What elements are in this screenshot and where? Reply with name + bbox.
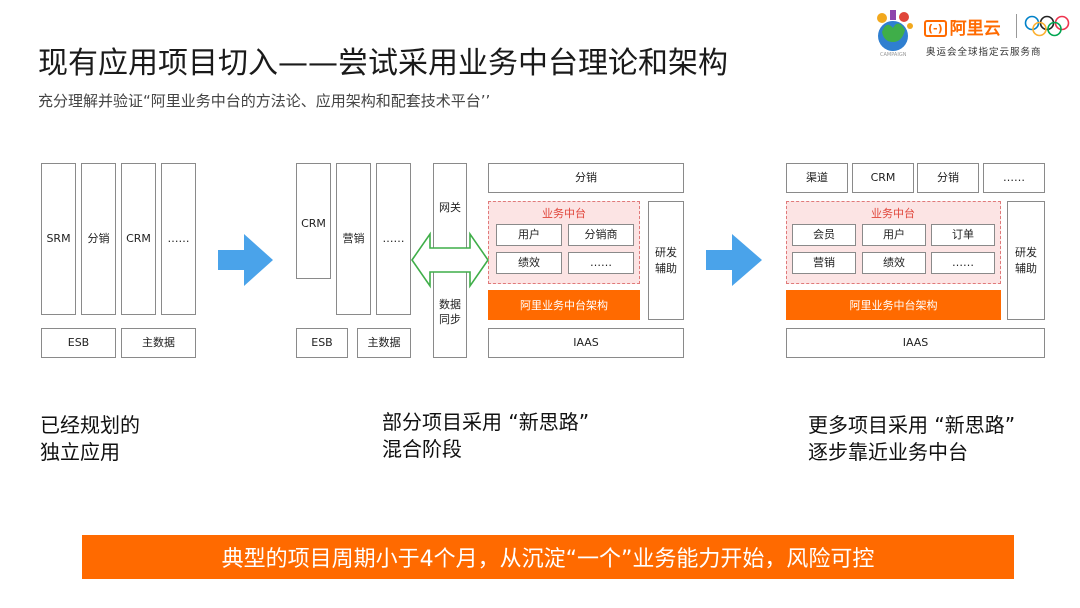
stage2-esb: ESB <box>296 328 348 358</box>
stage3-iaas: IAAS <box>786 328 1045 358</box>
stage2-app-more: …… <box>376 163 411 315</box>
stage3-platform-bar: 阿里业务中台架构 <box>786 290 1001 320</box>
stage2-item-user: 用户 <box>496 224 562 246</box>
stage3-item-more: …… <box>931 252 995 274</box>
stage2-middle-platform-label: 业务中台 <box>542 207 586 220</box>
stage3-top-crm: CRM <box>852 163 914 193</box>
stage2-rnd-support: 研发 辅助 <box>648 201 684 320</box>
stage2-item-performance: 绩效 <box>496 252 562 274</box>
stage3-item-performance: 绩效 <box>862 252 926 274</box>
stage2-top-distribution: 分销 <box>488 163 684 193</box>
stage3-top-more: …… <box>983 163 1045 193</box>
stage2-app-crm: CRM <box>296 163 331 279</box>
stage1-app-more: …… <box>161 163 196 315</box>
stage2-app-marketing: 营销 <box>336 163 371 315</box>
stage3-top-distribution: 分销 <box>917 163 979 193</box>
olympic-mascot-icon <box>877 10 913 51</box>
stage3-item-order: 订单 <box>931 224 995 246</box>
stage1-app-distribution: 分销 <box>81 163 116 315</box>
stage3-top-channel: 渠道 <box>786 163 848 193</box>
stage1-caption-line2: 独立应用 <box>40 440 120 464</box>
page-subtitle: 充分理解并验证“阿里业务中台的方法论、应用架构和配套技术平台’’ <box>38 92 491 110</box>
stage1-esb: ESB <box>41 328 116 358</box>
stage1-caption-line1: 已经规划的 <box>40 413 140 437</box>
bottom-banner: 典型的项目周期小于4个月，从沉淀“一个”业务能力开始，风险可控 <box>82 535 1014 579</box>
stage3-middle-platform-label: 业务中台 <box>871 207 915 220</box>
stage3-rnd-support: 研发 辅助 <box>1007 201 1045 320</box>
stage1-app-crm: CRM <box>121 163 156 315</box>
stage3-caption: 更多项目采用 “新思路” 逐步靠近业务中台 <box>808 412 1015 466</box>
stage1-caption: 已经规划的 独立应用 <box>40 412 140 466</box>
stage2-master-data: 主数据 <box>357 328 411 358</box>
stage2-iaas: IAAS <box>488 328 684 358</box>
stage2-gateway: 网关 <box>433 163 467 253</box>
mascot-caption: CAMPAIGN <box>880 52 907 58</box>
stage3-caption-line1: 更多项目采用 “新思路” <box>808 413 1016 437</box>
stage2-caption-line2: 混合阶段 <box>382 437 462 461</box>
stage2-item-more: …… <box>568 252 634 274</box>
aliyun-logo: (-)阿里云 <box>924 14 1001 39</box>
transition-arrow-2-icon <box>706 234 762 286</box>
stage2-data-sync: 数据 同步 <box>433 266 467 358</box>
stage2-platform-bar: 阿里业务中台架构 <box>488 290 640 320</box>
logo-divider <box>1016 14 1017 38</box>
stage3-item-member: 会员 <box>792 224 856 246</box>
aliyun-bracket-icon: (-) <box>924 20 947 37</box>
stage3-item-user: 用户 <box>862 224 926 246</box>
logo-tagline: 奥运会全球指定云服务商 <box>926 47 1042 58</box>
logo-area: CAMPAIGN (-)阿里云 奥运会全球指定云服务商 <box>866 6 1076 62</box>
stage2-caption: 部分项目采用 “新思路” 混合阶段 <box>382 409 589 463</box>
stage3-item-marketing: 营销 <box>792 252 856 274</box>
olympic-rings-icon <box>1024 15 1070 37</box>
stage1-master-data: 主数据 <box>121 328 196 358</box>
stage1-app-srm: SRM <box>41 163 76 315</box>
page-title: 现有应用项目切入——尝试采用业务中台理论和架构 <box>38 46 728 81</box>
stage2-item-distributor: 分销商 <box>568 224 634 246</box>
aliyun-brand-text: 阿里云 <box>949 19 1001 39</box>
transition-arrow-1-icon <box>218 234 273 286</box>
bidirectional-arrow-icon <box>411 231 489 289</box>
stage2-caption-line1: 部分项目采用 “新思路” <box>382 410 590 434</box>
stage3-caption-line2: 逐步靠近业务中台 <box>808 440 968 464</box>
